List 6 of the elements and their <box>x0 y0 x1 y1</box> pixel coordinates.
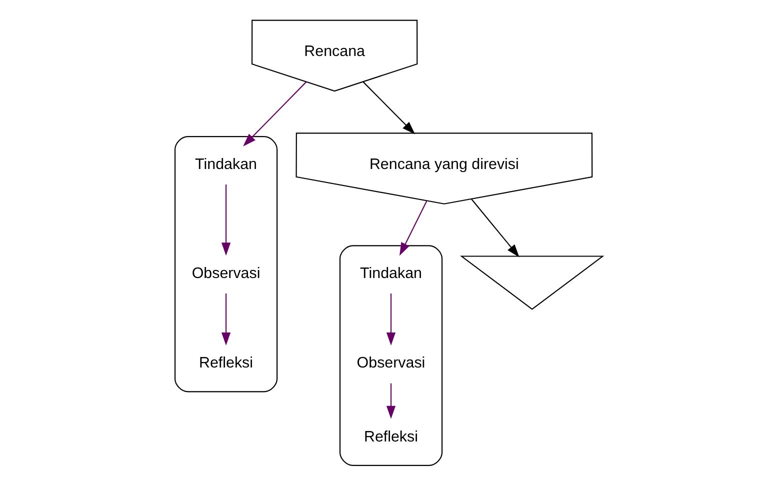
node-text: Observasi <box>356 354 425 372</box>
node-text: Refleksi <box>363 428 418 446</box>
node-text: Tindakan <box>360 264 422 282</box>
node-text: Observasi <box>191 264 260 282</box>
node-text: Tindakan <box>194 156 256 173</box>
node-text: Refleksi <box>198 354 253 372</box>
